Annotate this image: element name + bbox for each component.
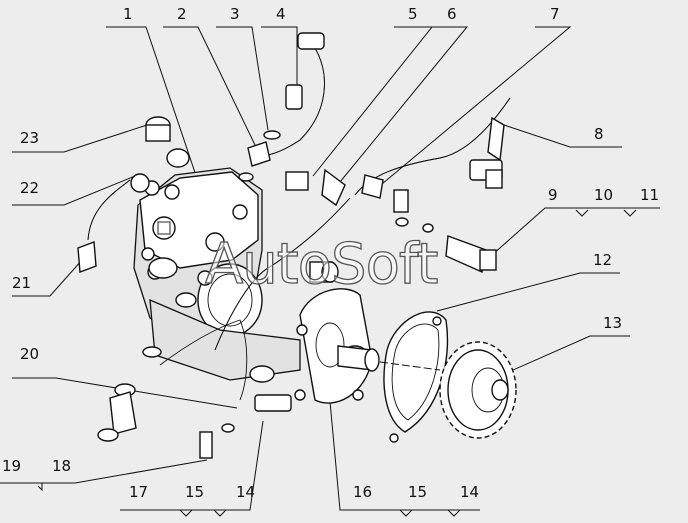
callout-5: 5 bbox=[408, 5, 418, 23]
callout-19: 19 bbox=[2, 457, 22, 475]
lower-left-parts bbox=[97, 319, 292, 459]
watermark: AutoSoft bbox=[204, 231, 439, 297]
callout-16: 16 bbox=[353, 483, 373, 501]
callout-12: 12 bbox=[593, 251, 613, 269]
compressor-body bbox=[133, 167, 373, 404]
callout-23: 23 bbox=[20, 129, 40, 147]
shaft-assembly bbox=[309, 261, 441, 372]
callout-20: 20 bbox=[20, 345, 40, 363]
left-fittings bbox=[77, 116, 190, 273]
callout-13: 13 bbox=[603, 314, 623, 332]
callout-15-left: 15 bbox=[185, 483, 205, 501]
callout-21: 21 bbox=[12, 274, 32, 292]
callout-2: 2 bbox=[177, 5, 187, 23]
callout-3: 3 bbox=[230, 5, 240, 23]
callout-14-right: 14 bbox=[460, 483, 480, 501]
leader-lines bbox=[0, 26, 660, 517]
callout-7: 7 bbox=[550, 5, 560, 23]
gasket bbox=[383, 311, 449, 443]
callout-6: 6 bbox=[447, 5, 457, 23]
gear bbox=[439, 341, 517, 439]
callout-4: 4 bbox=[276, 5, 286, 23]
callout-11: 11 bbox=[640, 186, 660, 204]
callout-22: 22 bbox=[20, 179, 40, 197]
callout-18: 18 bbox=[52, 457, 72, 475]
callout-1: 1 bbox=[123, 5, 133, 23]
callout-8: 8 bbox=[594, 125, 604, 143]
callout-9: 9 bbox=[548, 186, 558, 204]
pipe-fittings-top bbox=[238, 32, 497, 274]
oil-pipe bbox=[214, 97, 511, 351]
callout-14-left: 14 bbox=[236, 483, 256, 501]
callout-17: 17 bbox=[129, 483, 149, 501]
callout-15-right: 15 bbox=[408, 483, 428, 501]
callout-10: 10 bbox=[594, 186, 614, 204]
